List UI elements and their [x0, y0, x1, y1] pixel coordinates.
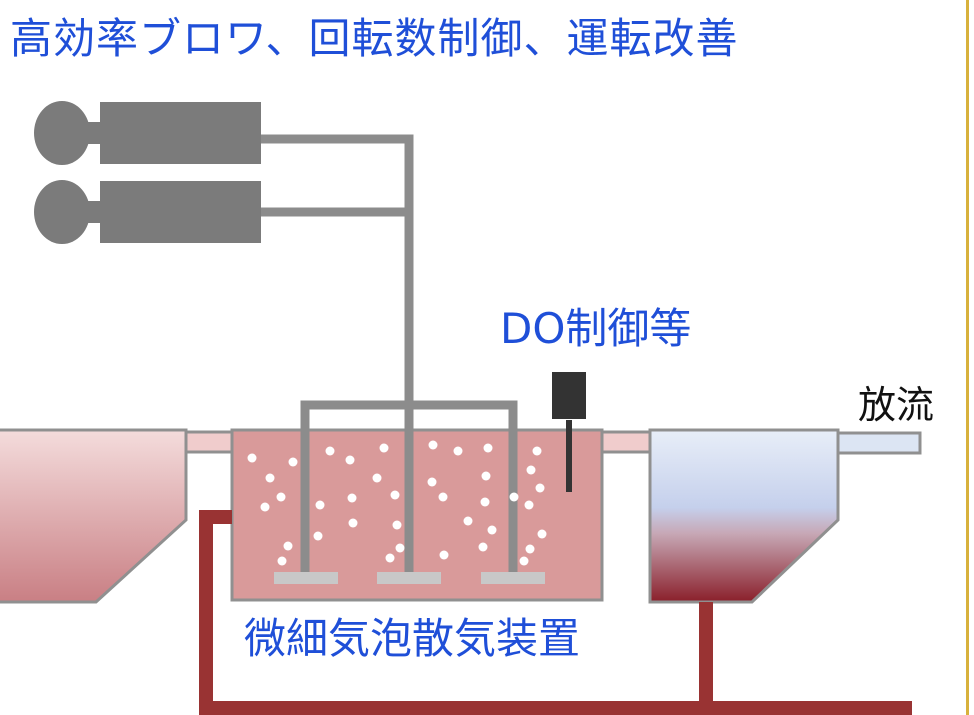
diffuser-label: 微細気泡散気装置 [244, 614, 581, 663]
page-title: 高効率ブロワ、回転数制御、運転改善 [10, 14, 739, 63]
side-border [966, 0, 969, 715]
blower-icon [34, 180, 261, 244]
diffuser-plates [274, 572, 545, 584]
blower-icon [34, 101, 261, 165]
discharge-label: 放流 [858, 383, 935, 427]
do-sensor-icon [552, 372, 586, 492]
do-control-label: DO制御等 [500, 304, 692, 353]
inflow-channel [184, 430, 234, 454]
transfer-channel [600, 430, 652, 454]
final-clarifier [648, 428, 840, 604]
air-pipe [261, 134, 518, 572]
return-sludge-pipe [199, 510, 912, 715]
air-bubbles [247, 440, 547, 566]
discharge-pipe [836, 431, 922, 455]
primary-settling-tank [0, 428, 188, 604]
